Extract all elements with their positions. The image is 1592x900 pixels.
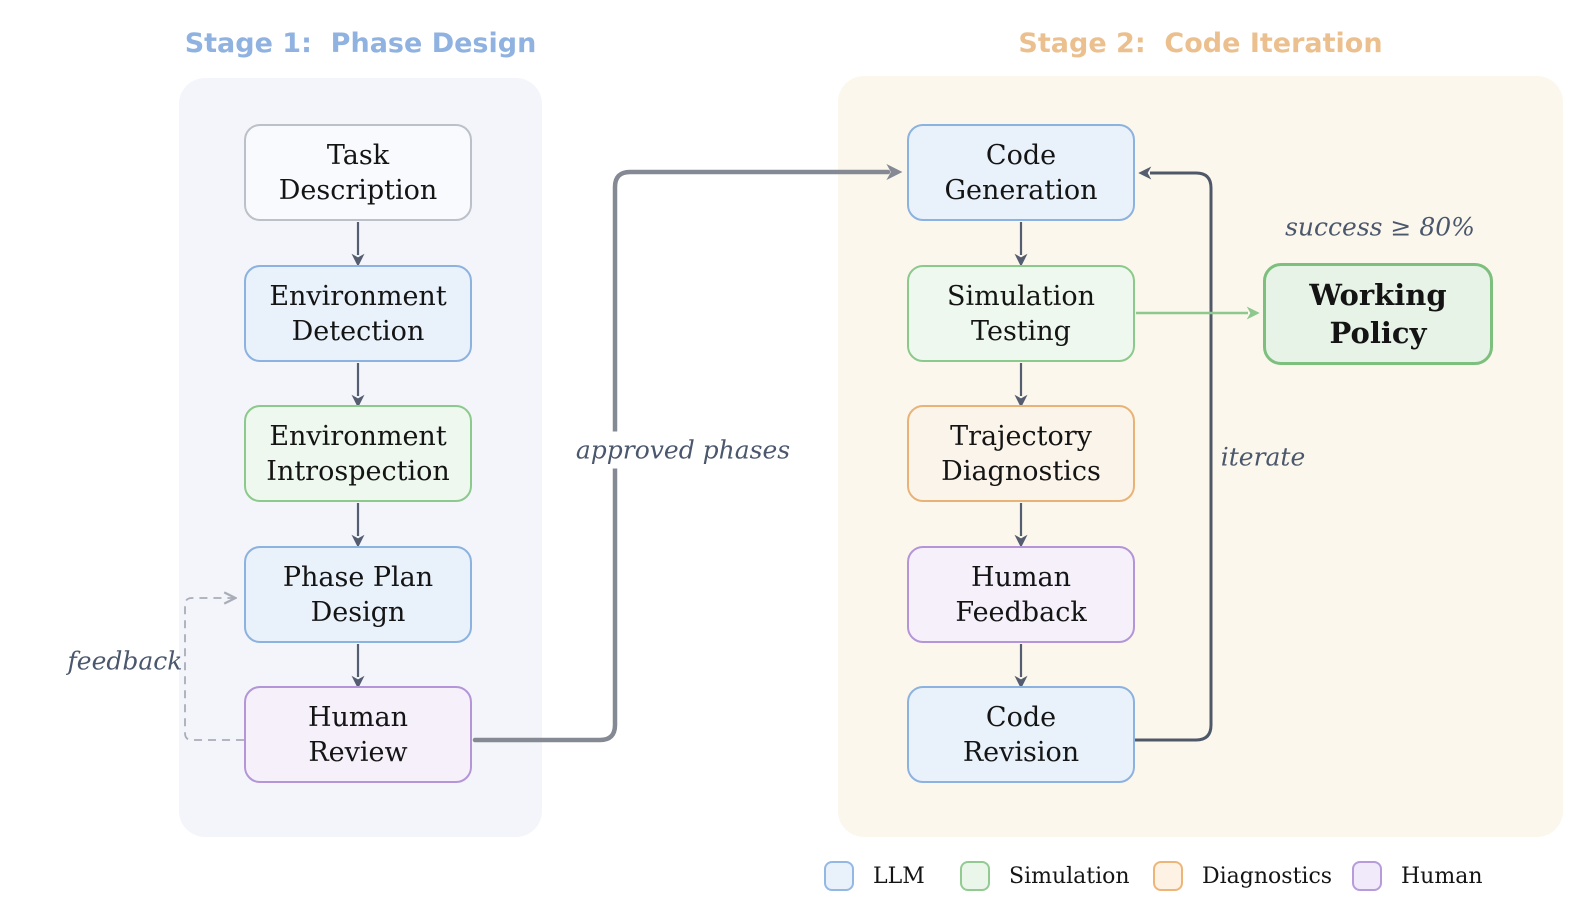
legend-label: Simulation xyxy=(1009,863,1130,889)
node-working-policy: Working Policy xyxy=(1263,263,1493,365)
node-label: Task Description xyxy=(278,139,438,206)
node-label: Simulation Testing xyxy=(947,280,1095,347)
legend-item-human: Human xyxy=(1352,861,1483,891)
legend-label: Human xyxy=(1401,863,1483,889)
node-label: Phase Plan Design xyxy=(282,561,434,628)
node-phase-plan-design: Phase Plan Design xyxy=(244,546,472,643)
legend-label: Diagnostics xyxy=(1202,863,1333,889)
node-label: Trajectory Diagnostics xyxy=(941,420,1101,487)
stage1-title: Stage 1: Phase Design xyxy=(184,28,537,59)
node-code-generation: Code Generation xyxy=(907,124,1135,221)
node-label: Working Policy xyxy=(1309,278,1447,350)
legend-swatch-llm xyxy=(824,861,854,891)
node-code-revision: Code Revision xyxy=(907,686,1135,783)
legend-swatch-diagnostics xyxy=(1153,861,1183,891)
node-label: Environment Introspection xyxy=(266,420,450,487)
node-label: Code Generation xyxy=(944,139,1098,206)
legend-swatch-human xyxy=(1352,861,1382,891)
node-task-description: Task Description xyxy=(244,124,472,221)
node-label: Environment Detection xyxy=(269,280,447,347)
node-human-review: Human Review xyxy=(244,686,472,783)
node-label: Human Review xyxy=(307,701,409,768)
legend-item-llm: LLM xyxy=(824,861,925,891)
legend-item-simulation: Simulation xyxy=(960,861,1130,891)
node-environment-detection: Environment Detection xyxy=(244,265,472,362)
node-environment-introspection: Environment Introspection xyxy=(244,405,472,502)
node-simulation-testing: Simulation Testing xyxy=(907,265,1135,362)
node-label: Human Feedback xyxy=(955,561,1087,628)
legend-item-diagnostics: Diagnostics xyxy=(1153,861,1332,891)
node-trajectory-diagnostics: Trajectory Diagnostics xyxy=(907,405,1135,502)
edge-label-success-threshold: success ≥ 80% xyxy=(1285,212,1475,242)
legend-swatch-simulation xyxy=(960,861,990,891)
legend-label: LLM xyxy=(873,863,925,889)
edge-label-approved-phases: approved phases xyxy=(567,431,799,469)
edge-label-iterate: iterate xyxy=(1220,442,1306,472)
edge-label-feedback: feedback xyxy=(67,646,183,676)
stage2-title: Stage 2: Code Iteration xyxy=(1018,28,1383,59)
node-label: Code Revision xyxy=(962,701,1080,768)
node-human-feedback: Human Feedback xyxy=(907,546,1135,643)
